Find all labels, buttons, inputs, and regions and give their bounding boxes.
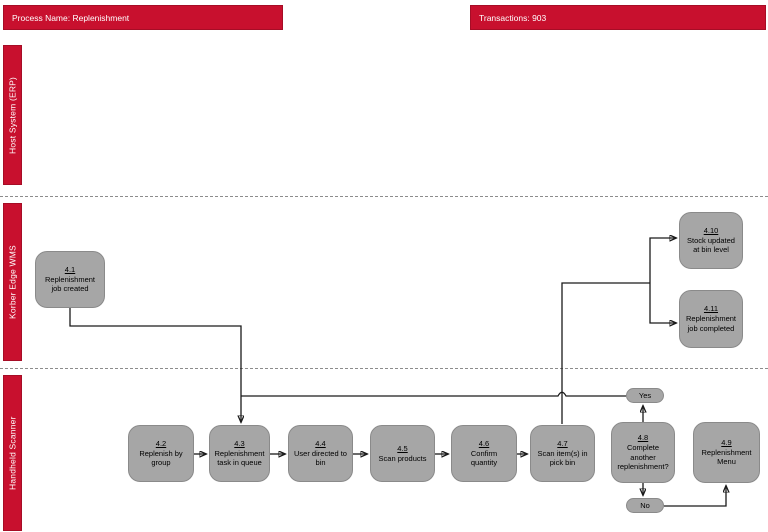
lane-separator-1 [0,196,768,197]
node-4-6-confirm-quantity: 4.6 Confirm quantity [451,425,517,482]
connector-4-1-to-4-3 [69,308,241,422]
node-label: User directed to bin [294,448,347,468]
node-number: 4.7 [557,438,568,448]
process-name-bar: Process Name: Replenishment [3,5,283,30]
node-number: 4.2 [155,438,167,448]
node-number: 4.5 [397,443,408,453]
decision-yes-pill: Yes [626,388,664,403]
node-number: 4.8 [637,433,649,442]
node-4-8-complete-another: 4.8 Complete another replenishment? [611,422,675,483]
lane-separator-2 [0,368,768,369]
no-label: No [640,501,650,510]
connector-no-to-4-9 [664,486,726,507]
connector-4-7-riser [561,282,650,424]
node-label: Scan item(s) in pick bin [537,448,588,468]
node-4-3-task-in-queue: 4.3 Replenishment task in queue [209,425,270,482]
node-label: Replenishment job completed [685,314,737,333]
transactions-label: Transactions: 903 [479,12,547,23]
node-label: Scan products [378,453,427,463]
node-number: 4.4 [315,438,326,448]
yes-label: Yes [638,391,652,400]
node-number: 4.3 [234,438,245,448]
node-number: 4.1 [64,264,76,274]
node-4-9-replenishment-menu: 4.9 Replenishment Menu [693,422,760,483]
node-label: Confirm quantity [470,448,498,468]
process-name-label: Process Name: Replenishment [12,12,130,23]
node-4-4-user-directed-to-bin: 4.4 User directed to bin [288,425,353,482]
node-4-11-job-completed: 4.11 Replenishment job completed [679,290,743,348]
node-number: 4.6 [478,438,490,448]
node-label: Stock updated at bin level [687,235,735,255]
node-4-5-scan-products: 4.5 Scan products [370,425,435,482]
node-label: Complete another replenishment? [617,442,669,472]
connector-yes-return-to-4-3 [241,391,626,397]
node-4-2-replenish-by-group: 4.2 Replenish by group [128,425,194,482]
node-number: 4.9 [721,437,732,447]
node-number: 4.10 [703,225,719,235]
connector-split-to-4-11 [649,283,676,323]
node-label: Replenishment Menu [701,447,752,467]
node-4-10-stock-updated: 4.10 Stock updated at bin level [679,212,743,269]
node-label: Replenish by group [139,448,183,468]
connector-split-to-4-10 [649,238,676,283]
node-4-7-scan-items-in-pick-bin: 4.7 Scan item(s) in pick bin [530,425,595,482]
node-number: 4.11 [703,304,719,314]
decision-no-pill: No [626,498,664,513]
node-label: Replenishment task in queue [214,448,265,468]
transactions-bar: Transactions: 903 [470,5,766,30]
node-label: Replenishment job created [44,274,96,294]
node-4-1-replenishment-job-created: 4.1 Replenishment job created [35,251,105,308]
